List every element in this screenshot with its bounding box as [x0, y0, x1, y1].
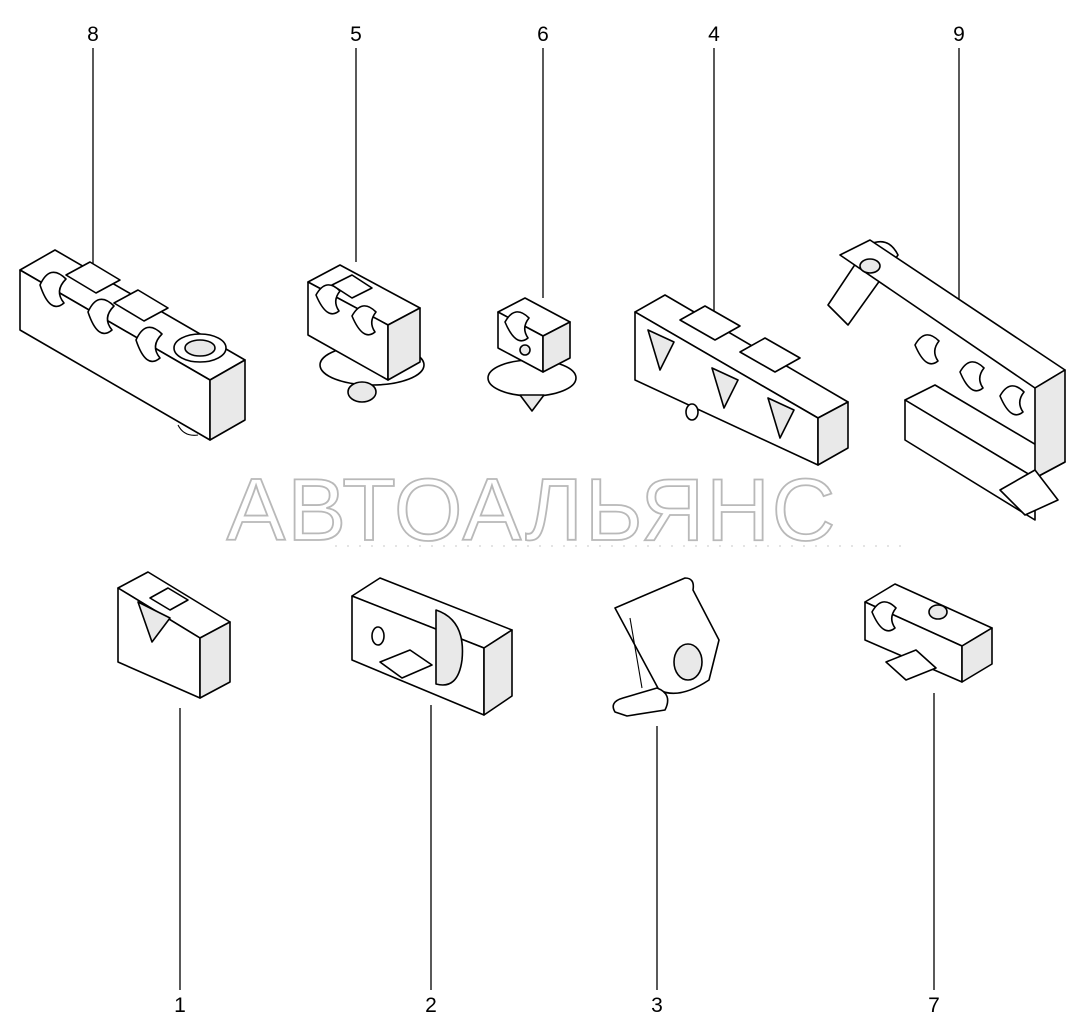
part-9-bracket-clip: [827, 239, 1066, 521]
part-2-u-block: [351, 577, 513, 716]
part-8-triple-clip: [19, 249, 246, 441]
part-6-single-clip: [487, 297, 577, 412]
callout-2: 2: [425, 994, 437, 1017]
callout-3: 3: [651, 994, 663, 1017]
part-1-v-block: [117, 571, 231, 699]
callout-9: 9: [953, 23, 965, 46]
callout-6: 6: [537, 23, 549, 46]
callout-8: 8: [87, 23, 99, 46]
part-5-double-clip: [307, 264, 425, 403]
part-7-small-clip: [864, 583, 993, 683]
part-3-spring-clip: [612, 577, 720, 717]
callout-7: 7: [928, 994, 940, 1017]
watermark-text: АВТОАЛЬЯНС: [227, 460, 838, 559]
callout-4: 4: [708, 23, 720, 46]
callout-5: 5: [350, 23, 362, 46]
part-4-triple-v-clip: [634, 294, 849, 466]
callout-1: 1: [174, 994, 186, 1017]
